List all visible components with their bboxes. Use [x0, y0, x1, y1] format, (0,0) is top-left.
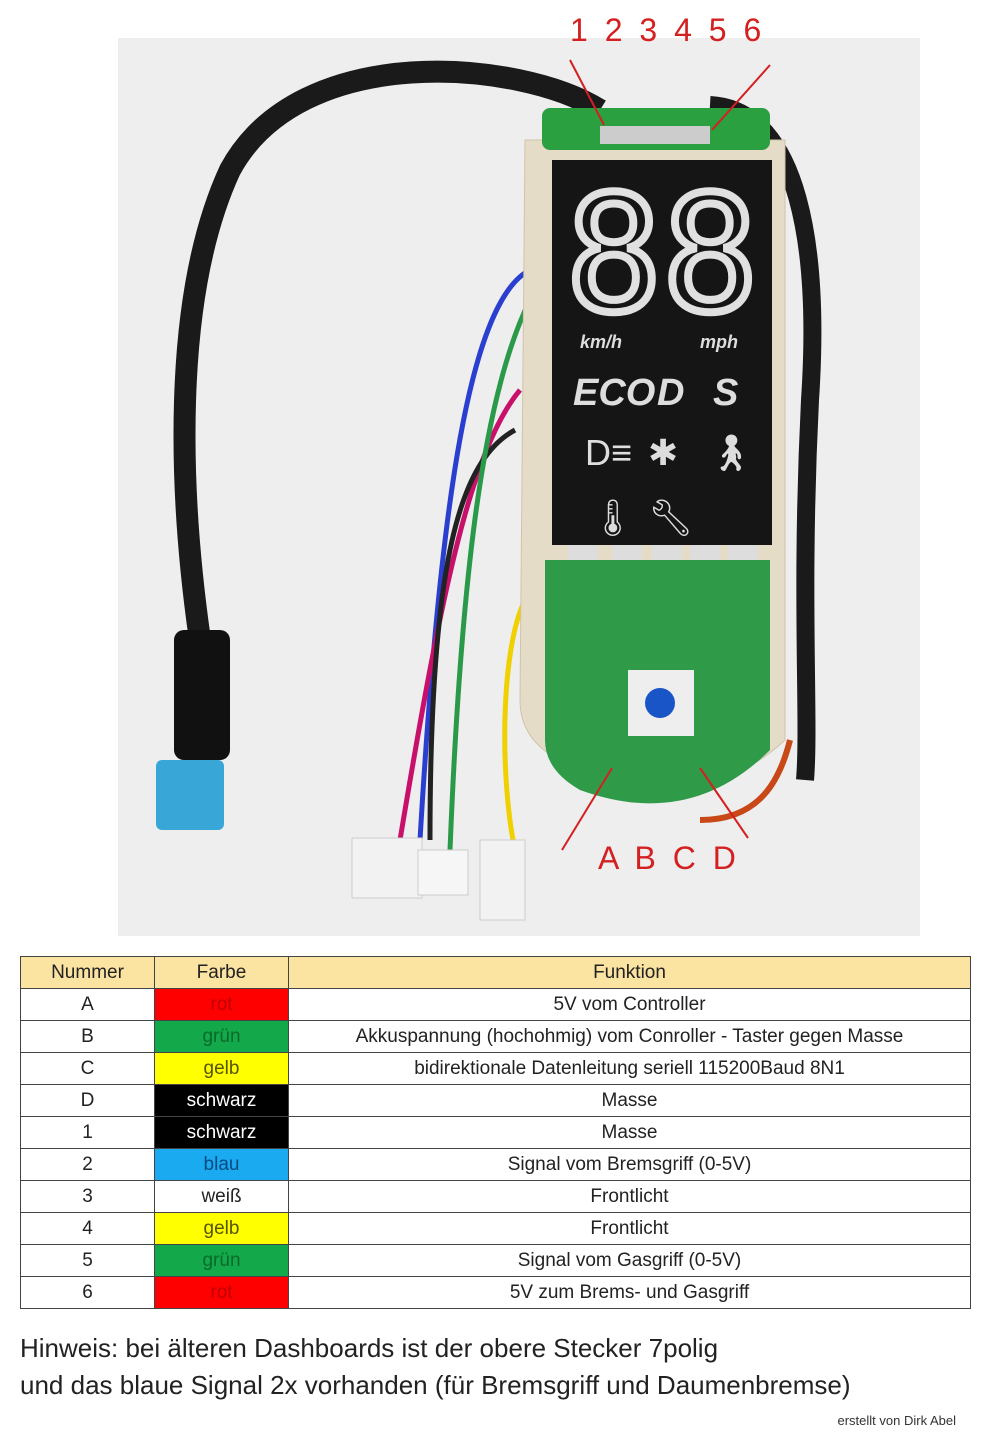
unit-mph: mph — [700, 332, 738, 352]
header-nummer: Nummer — [20, 956, 155, 989]
connector-plug — [174, 630, 230, 760]
cell-funktion: 5V vom Controller — [288, 988, 971, 1021]
cell-farbe: blau — [154, 1148, 289, 1181]
cell-farbe: schwarz — [154, 1084, 289, 1117]
mode-d: D — [657, 372, 684, 414]
cell-nummer: A — [20, 988, 155, 1021]
button-cap — [645, 688, 675, 718]
cell-funktion: 5V zum Brems- und Gasgriff — [288, 1276, 971, 1309]
mode-eco: ECO — [573, 372, 655, 414]
cell-funktion: Signal vom Bremsgriff (0-5V) — [288, 1148, 971, 1181]
cell-farbe: gelb — [154, 1052, 289, 1085]
bottom-pin-labels: A B C D — [598, 840, 740, 876]
bluetooth-icon: ✱ — [648, 432, 678, 473]
cell-funktion: Masse — [288, 1084, 971, 1117]
mode-s: S — [713, 372, 738, 414]
cell-farbe: schwarz — [154, 1116, 289, 1149]
cable — [173, 60, 606, 642]
cell-nummer: D — [20, 1084, 155, 1117]
note-line-1: Hinweis: bei älteren Dashboards ist der … — [20, 1333, 719, 1363]
cell-farbe: rot — [154, 988, 289, 1021]
dashboard-photo: 88 km/h mph ECO D S D≡ ✱ 🚶︎ 🌡︎ 🔧︎ — [118, 38, 920, 936]
header-farbe: Farbe — [154, 956, 289, 989]
walk-icon: 🚶︎ — [708, 432, 754, 473]
cell-nummer: 2 — [20, 1148, 155, 1181]
cell-nummer: 3 — [20, 1180, 155, 1213]
cell-funktion: Akkuspannung (hochohmig) vom Conroller -… — [288, 1020, 971, 1053]
blue-connector — [156, 760, 224, 830]
cell-funktion: Signal vom Gasgriff (0-5V) — [288, 1244, 971, 1277]
cell-nummer: 6 — [20, 1276, 155, 1309]
cell-farbe: grün — [154, 1020, 289, 1053]
cell-nummer: B — [20, 1020, 155, 1053]
cell-funktion: Frontlicht — [288, 1180, 971, 1213]
cell-funktion: Frontlicht — [288, 1212, 971, 1245]
thermometer-icon: 🌡︎ — [590, 497, 636, 538]
cell-farbe: gelb — [154, 1212, 289, 1245]
cell-farbe: rot — [154, 1276, 289, 1309]
cell-nummer: C — [20, 1052, 155, 1085]
top-pin-labels: 1 2 3 4 5 6 — [570, 12, 766, 48]
cell-funktion: bidirektionale Datenleitung seriell 1152… — [288, 1052, 971, 1085]
lcd-display — [552, 160, 772, 545]
cell-farbe: weiß — [154, 1180, 289, 1213]
wrench-icon: 🔧︎ — [648, 497, 694, 538]
speed-digits: 88 — [566, 161, 759, 348]
cell-farbe: grün — [154, 1244, 289, 1277]
headlight-icon: D≡ — [585, 432, 632, 473]
note-line-2: und das blaue Signal 2x vorhanden (für B… — [20, 1370, 851, 1400]
cell-funktion: Masse — [288, 1116, 971, 1149]
unit-kmh: km/h — [580, 332, 622, 352]
header-funktion: Funktion — [288, 956, 971, 989]
cell-nummer: 1 — [20, 1116, 155, 1149]
credit: erstellt von Dirk Abel — [837, 1413, 957, 1428]
cell-nummer: 5 — [20, 1244, 155, 1277]
cell-nummer: 4 — [20, 1212, 155, 1245]
